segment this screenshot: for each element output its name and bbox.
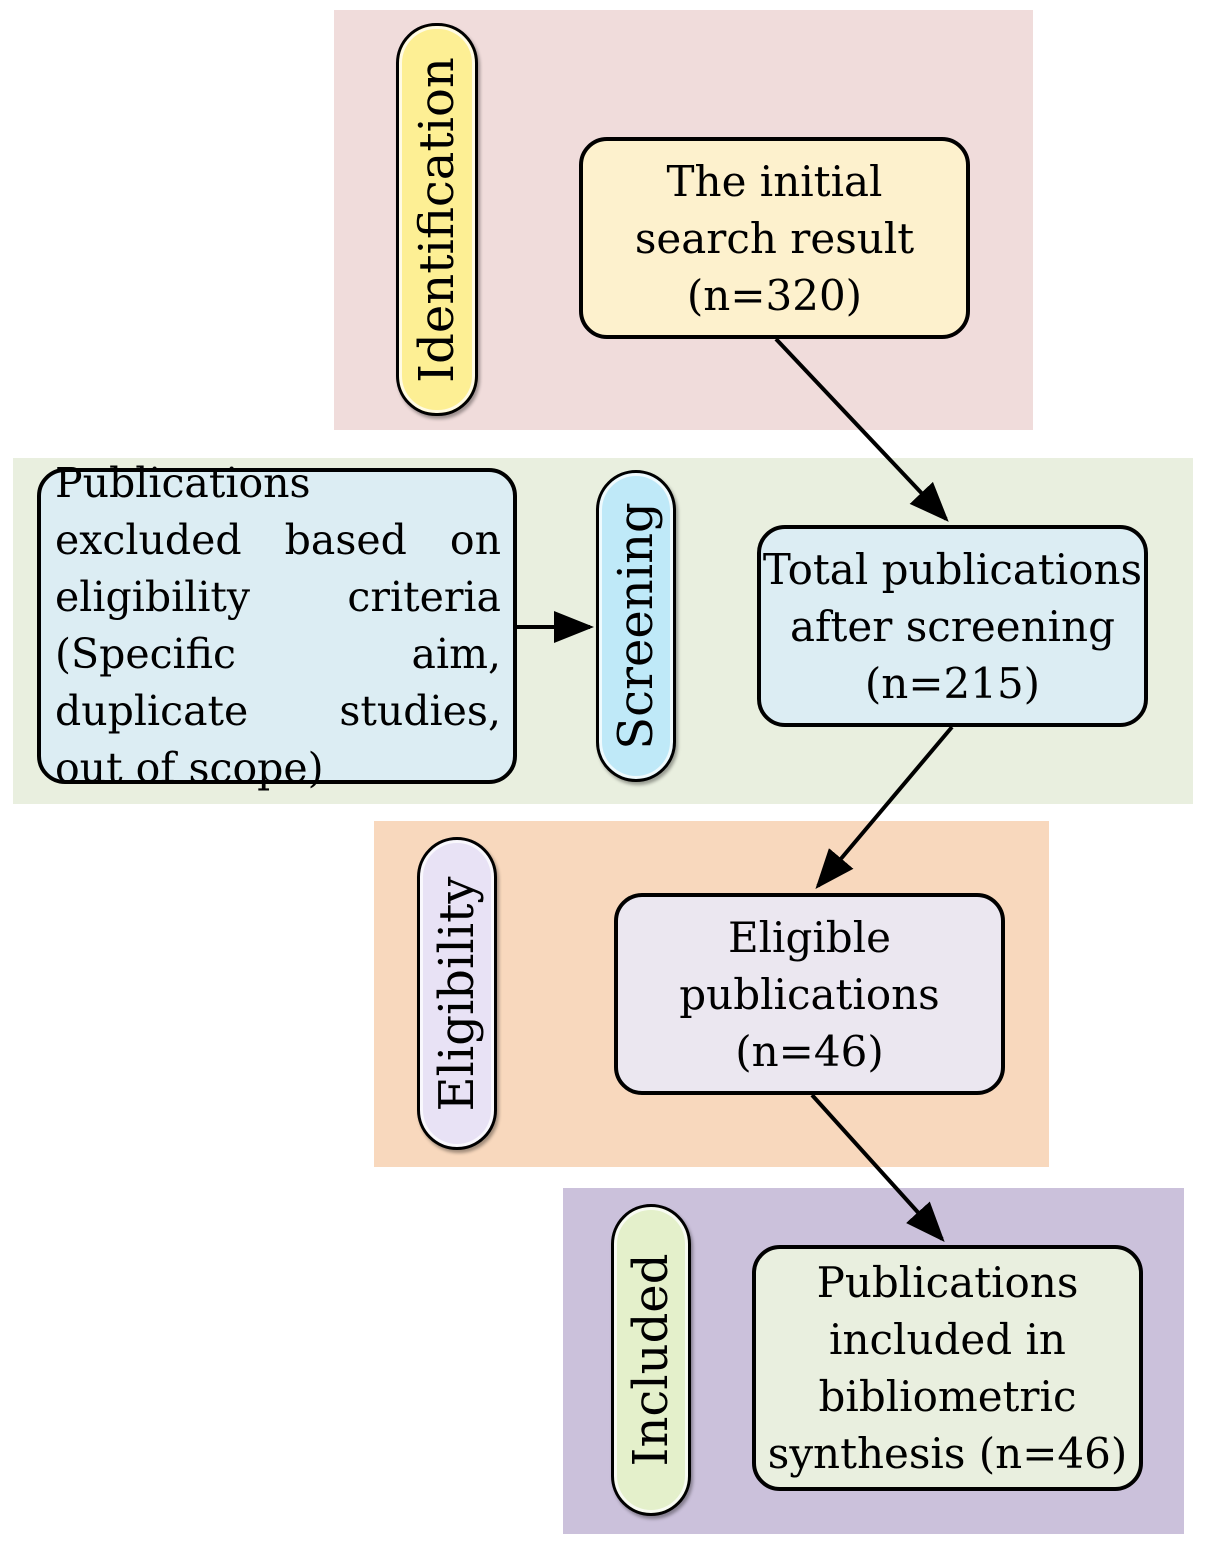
included-stage-label: Included [611,1204,691,1516]
total-after-screening-box: Total publications after screening (n=21… [757,525,1148,727]
included-publications-box: Publications included in bibliometric sy… [752,1245,1143,1491]
initial-search-result-box: The initial search result (n=320) [579,137,970,339]
included-publications-text: Publications included in bibliometric sy… [767,1258,1128,1478]
arrow-total-to-eligible [815,725,954,890]
excluded-publications-text: Publications excluded based on eligibili… [55,459,501,792]
arrow-initial-to-total [774,337,949,522]
excluded-publications-box: Publications excluded based on eligibili… [37,459,517,792]
identification-stage-label: Identification [396,23,478,416]
screening-stage-label: Screening [596,470,676,782]
total-after-screening-text: Total publications after screening (n=21… [762,544,1143,708]
initial-search-result-text: The initial search result (n=320) [634,156,915,320]
eligible-publications-text: Eligible publications (n=46) [679,912,940,1076]
eligible-publications-box: Eligible publications (n=46) [614,893,1005,1095]
eligibility-stage-label: Eligibility [417,837,497,1150]
arrow-eligible-to-included [810,1093,945,1242]
